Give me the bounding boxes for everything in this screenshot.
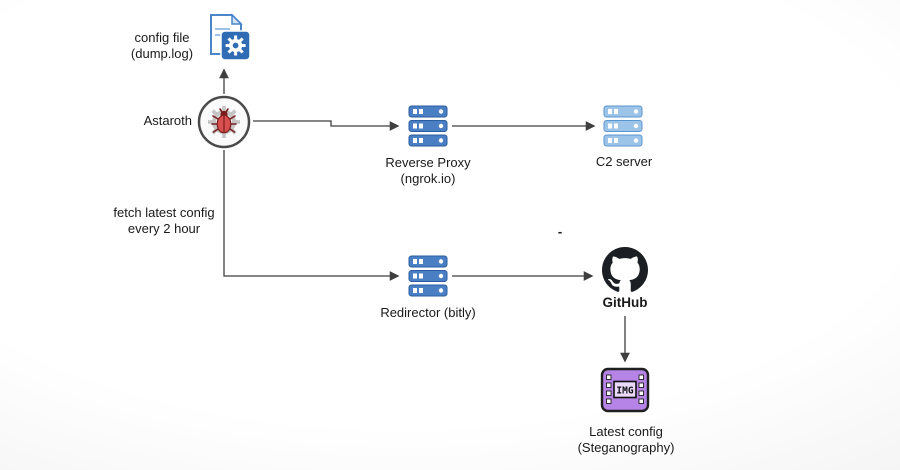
reverse-proxy-node [406, 103, 450, 149]
server-icon [603, 105, 643, 147]
astaroth-bug-icon [197, 95, 251, 149]
astaroth-node [196, 94, 252, 150]
arrow-astaroth-to-redirector [223, 150, 400, 281]
img-icon-text: IMG [616, 386, 633, 397]
server-icon [408, 105, 448, 147]
arrow-astaroth-to-reverse-proxy [253, 120, 400, 131]
dash-annotation: - [557, 224, 563, 239]
bug-icon [211, 108, 237, 134]
github-icon [602, 247, 648, 292]
config-file-label: config file (dump.log) [130, 30, 194, 61]
github-label: GitHub [602, 295, 648, 310]
latest-config-node: IMG [599, 366, 651, 414]
github-node [602, 247, 648, 293]
fetch-config-annotation: fetch latest config every 2 hour [113, 205, 215, 236]
c2-server-label: C2 server [595, 154, 653, 169]
config-file-node [204, 12, 252, 64]
image-steganography-icon: IMG [600, 367, 650, 413]
reverse-proxy-label: Reverse Proxy (ngrok.io) [385, 155, 471, 186]
redirector-label: Redirector (bitly) [380, 305, 476, 320]
c2-server-node [601, 103, 645, 149]
server-icon [408, 255, 448, 297]
latest-config-label: Latest config (Steganography) [577, 424, 675, 455]
redirector-node [406, 253, 450, 299]
config-file-icon [210, 13, 251, 61]
gear-icon [225, 35, 246, 56]
astaroth-label: Astaroth [143, 113, 192, 128]
